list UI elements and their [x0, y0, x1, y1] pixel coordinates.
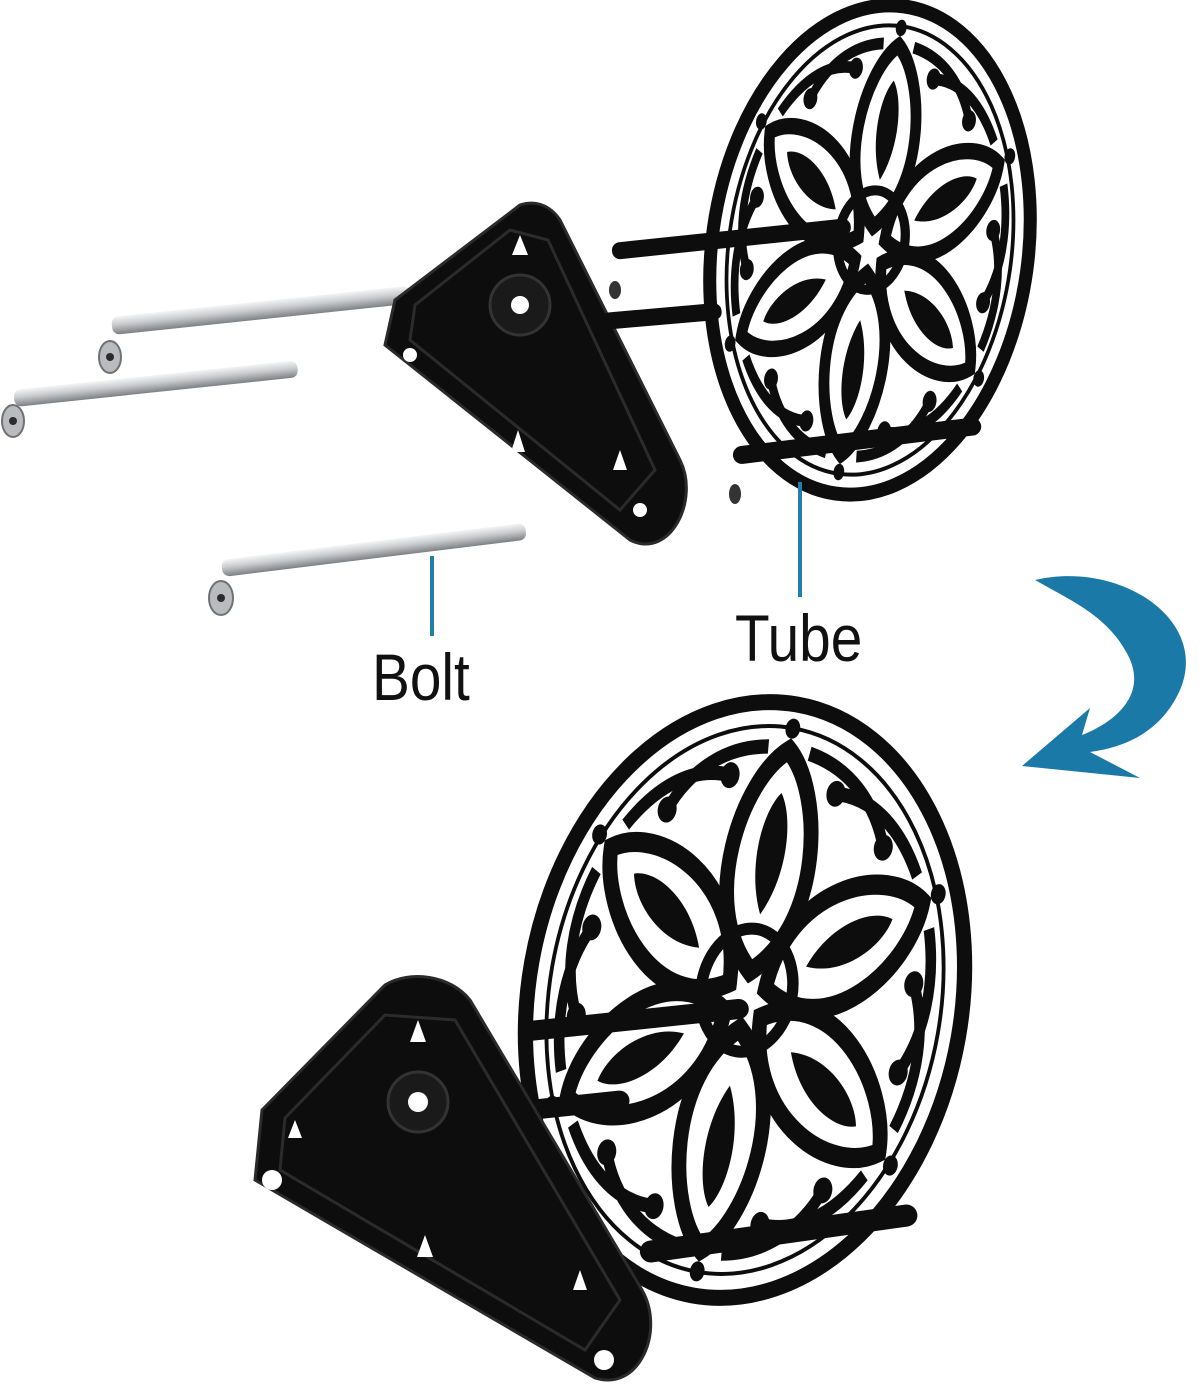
bolt-middle [1, 360, 298, 438]
bolt-upper [98, 286, 411, 374]
bolt-loose [208, 523, 527, 616]
curved-arrow-down-left-icon [1022, 576, 1186, 778]
decorative-disc-bottom [459, 663, 1032, 1336]
wall-bracket-top [383, 201, 688, 546]
wall-bracket-bottom [253, 975, 653, 1382]
exploded-view [1, 0, 1076, 636]
decorative-disc-top [664, 0, 1076, 502]
tube-label: Tube [735, 601, 863, 675]
bolt-label: Bolt [372, 640, 470, 714]
assembled-view [253, 663, 1032, 1382]
